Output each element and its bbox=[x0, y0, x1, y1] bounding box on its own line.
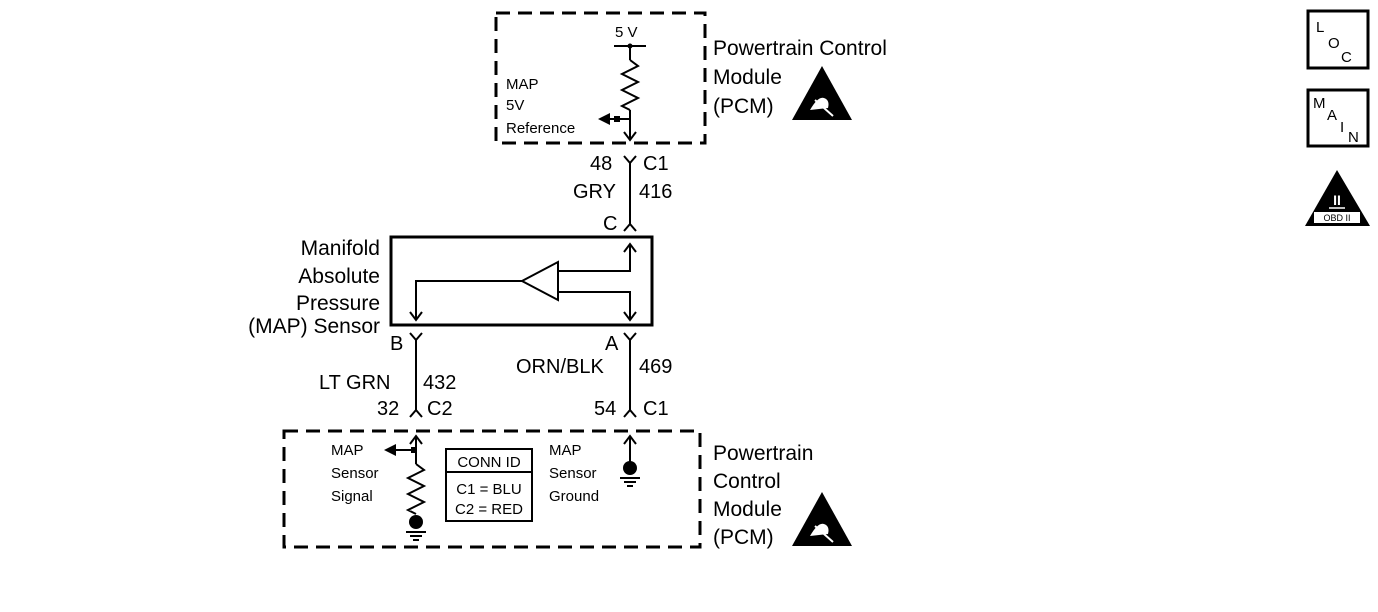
bottom-pcm-title-4: (PCM) bbox=[713, 526, 774, 549]
wire-c: 48 C1 GRY 416 C bbox=[573, 153, 672, 235]
wire-a-sensor-pin: A bbox=[605, 333, 619, 355]
ref-label-1: MAP bbox=[506, 76, 539, 93]
wire-c-color: GRY bbox=[573, 181, 616, 203]
wire-b-sensor-pin: B bbox=[390, 333, 403, 355]
wire-a: A ORN/BLK 469 54 C1 bbox=[516, 332, 672, 420]
sensor-arrow-b bbox=[409, 311, 423, 322]
signal-arrow bbox=[409, 434, 423, 445]
top-pcm-title-2: Module bbox=[713, 66, 782, 89]
conn-id-title: CONN ID bbox=[457, 454, 521, 471]
wire-a-connector: C1 bbox=[643, 398, 669, 420]
main-letter-2: A bbox=[1327, 107, 1337, 124]
signal-label-2: Sensor bbox=[331, 465, 379, 482]
wire-b: B LT GRN 432 32 C2 bbox=[319, 332, 456, 420]
location-icon[interactable]: L O C bbox=[1306, 9, 1370, 70]
sensor-name-2: Absolute bbox=[298, 265, 380, 288]
obd-roman: II bbox=[1333, 192, 1341, 208]
connector-a-sensor bbox=[623, 332, 637, 342]
bottom-pcm-boundary bbox=[282, 429, 702, 549]
loc-letter-1: L bbox=[1316, 19, 1324, 36]
esd-warning-icon bbox=[792, 66, 852, 120]
ground-icon bbox=[406, 531, 426, 541]
main-letter-1: M bbox=[1313, 95, 1326, 112]
ref-arrow bbox=[623, 131, 637, 142]
wire-a-circuit: 469 bbox=[639, 356, 672, 378]
amplifier-icon bbox=[519, 260, 559, 302]
wire-b-connector: C2 bbox=[427, 398, 453, 420]
conn-id-table: CONN ID C1 = BLU C2 = RED bbox=[445, 448, 533, 522]
signal-pullup-node bbox=[409, 515, 423, 529]
signal-arrowhead bbox=[384, 444, 396, 456]
ground-label-1: MAP bbox=[549, 442, 582, 459]
top-pcm-boundary bbox=[494, 11, 707, 145]
obd-ii-icon[interactable]: II OBD II bbox=[1305, 170, 1370, 226]
signal-label-3: Signal bbox=[331, 488, 373, 505]
ground-arrow bbox=[623, 434, 637, 445]
sensor-wire-a bbox=[558, 291, 631, 320]
ref-label-3: Reference bbox=[506, 120, 575, 137]
supply-label: 5 V bbox=[615, 24, 638, 41]
sensor-name-1: Manifold bbox=[301, 237, 380, 260]
wire-b-color: LT GRN bbox=[319, 372, 391, 394]
bottom-pcm: MAP Sensor Signal MAP Sensor Ground CONN… bbox=[282, 429, 852, 549]
ground-icon bbox=[620, 477, 640, 487]
conn-id-c1: C1 = BLU bbox=[456, 481, 521, 498]
top-pcm: 5 V MAP 5V Reference Powertrain Control … bbox=[494, 11, 887, 145]
ref-label-2: 5V bbox=[506, 97, 524, 114]
wire-b-pin: 32 bbox=[377, 398, 399, 420]
conn-id-c2: C2 = RED bbox=[455, 501, 523, 518]
wire-c-sensor-pin: C bbox=[603, 213, 617, 235]
wire-c-circuit: 416 bbox=[639, 181, 672, 203]
ground-label-2: Sensor bbox=[549, 465, 597, 482]
main-letter-4: N bbox=[1348, 129, 1359, 146]
sensor-box bbox=[389, 235, 654, 327]
wire-c-pin: 48 bbox=[590, 153, 612, 175]
main-icon[interactable]: M A I N bbox=[1306, 88, 1370, 148]
connector-b-sensor bbox=[409, 332, 423, 342]
esd-warning-icon bbox=[792, 492, 852, 546]
main-letter-3: I bbox=[1340, 119, 1344, 136]
sensor-arrow-c bbox=[623, 242, 637, 253]
map-sensor: Manifold Absolute Pressure (MAP) Sensor bbox=[248, 235, 654, 338]
wire-a-color: ORN/BLK bbox=[516, 356, 604, 378]
loc-letter-3: C bbox=[1341, 49, 1352, 66]
resistor-icon bbox=[619, 59, 641, 111]
sensor-wire-c bbox=[558, 244, 631, 272]
sensor-name-3: Pressure bbox=[296, 292, 380, 315]
top-pcm-title-3: (PCM) bbox=[713, 95, 774, 118]
obd-text: OBD II bbox=[1323, 213, 1350, 223]
sensor-wire-b bbox=[415, 280, 522, 320]
wire-c-connector: C1 bbox=[643, 153, 669, 175]
connector-c-sensor bbox=[623, 222, 637, 232]
bottom-pcm-title-1: Powertrain bbox=[713, 442, 813, 465]
wire-a-pin: 54 bbox=[594, 398, 616, 420]
top-pcm-title-1: Powertrain Control bbox=[713, 37, 887, 60]
sensor-name-4: (MAP) Sensor bbox=[248, 315, 380, 338]
connector-c2-bottom bbox=[409, 408, 423, 418]
resistor-icon bbox=[405, 463, 427, 515]
connector-c1-top bbox=[623, 155, 637, 165]
loc-letter-2: O bbox=[1328, 35, 1340, 52]
ground-node bbox=[623, 461, 637, 475]
wire-b-circuit: 432 bbox=[423, 372, 456, 394]
bottom-pcm-title-2: Control bbox=[713, 470, 781, 493]
ground-label-3: Ground bbox=[549, 488, 599, 505]
signal-label-1: MAP bbox=[331, 442, 364, 459]
sensor-arrow-a bbox=[623, 311, 637, 322]
bottom-pcm-title-3: Module bbox=[713, 498, 782, 521]
connector-c1-bottom bbox=[623, 408, 637, 418]
ref-arrowhead bbox=[598, 113, 610, 125]
